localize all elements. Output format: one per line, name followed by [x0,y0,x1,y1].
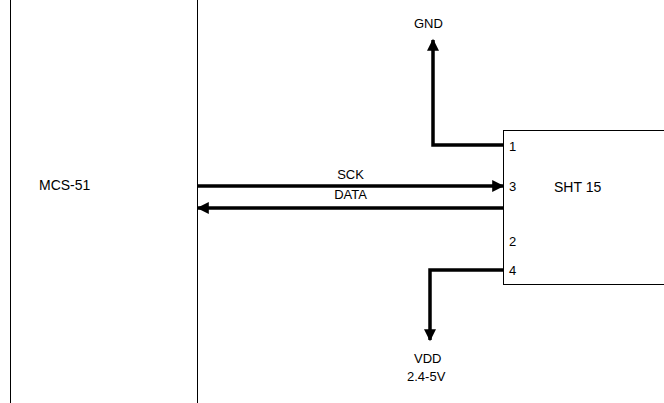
sensor-box: SHT 15 [503,130,664,285]
signal-name: SCK [335,168,366,182]
power-label: 2.4-5V [407,370,445,383]
pin-number: 2 [509,235,516,248]
power-label: GND [414,17,443,30]
pin-number: 4 [509,264,516,277]
microcontroller-box: MCS-51 [10,0,198,403]
pin-number: 1 [509,140,516,153]
signal-line [198,206,503,210]
vdd-wire [430,270,503,340]
box-title: SHT 15 [554,179,601,195]
signal-name: DATA [332,188,369,202]
box-title: MCS-51 [39,177,90,193]
power-label: VDD [414,352,441,365]
pin-number: 3 [509,180,516,193]
gnd-wire [433,40,503,145]
